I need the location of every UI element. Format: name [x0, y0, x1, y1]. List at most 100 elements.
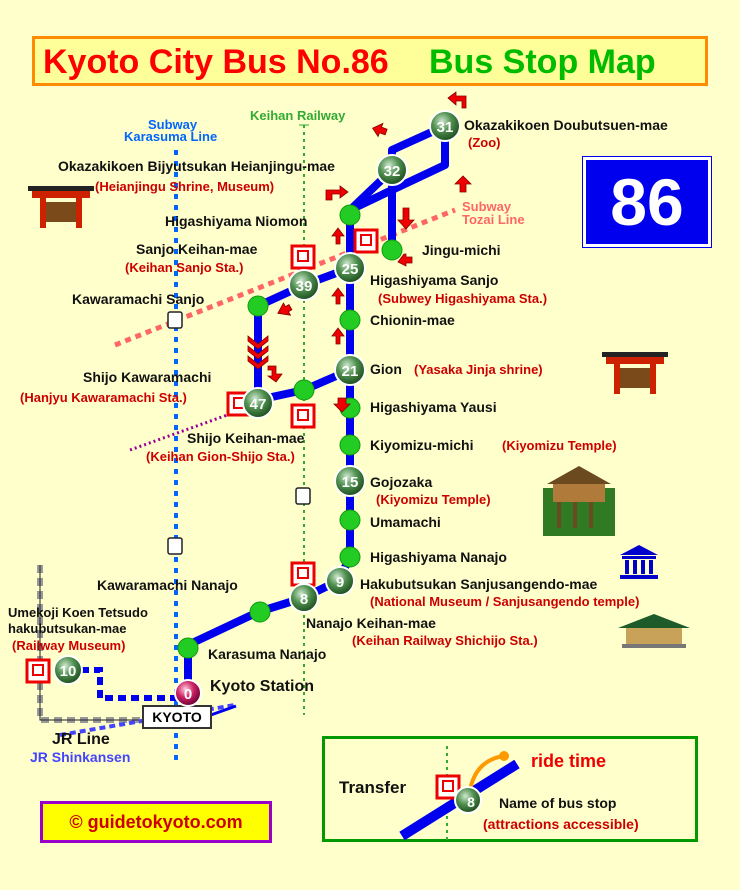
stop-bijyutsukan-minutes: 32: [384, 163, 401, 180]
stop-gojozaka-circle: 15: [334, 465, 366, 497]
kyoto-station-sign: KYOTO: [142, 705, 212, 729]
stop-niomon: [339, 204, 361, 226]
temple-icon: [618, 614, 690, 648]
stop-kawaramachi-sanjo: [247, 295, 269, 317]
umekoji-branch: [68, 667, 188, 701]
stop-umamachi: [339, 509, 361, 531]
stop-kiyomizu-michi: [339, 434, 361, 456]
stop-bijyutsukan-sub: (Heianjingu Shrine, Museum): [95, 179, 275, 194]
stop-umekoji-minutes: 10: [60, 663, 77, 680]
stop-higashiyama-sanjo-sub: (Subwey Higashiyama Sta.): [378, 291, 548, 306]
stop-bijyutsukan-name: Okazakikoen Bijyutsukan Heianjingu-mae: [58, 158, 335, 174]
stop-okazakikoen-doubutsuen-name: Okazakikoen Doubutsuen-mae: [464, 117, 668, 133]
stop-kawaramachi-nanajo: [249, 601, 271, 623]
stop-shijo-kawaramachi-name: Shijo Kawaramachi: [83, 369, 212, 385]
stop-gion-name: Gion: [370, 361, 402, 377]
stop-jingu-michi-name: Jingu-michi: [422, 242, 501, 258]
legend-transfer: Transfer: [339, 778, 407, 797]
legend: 8 Transfer ride time Name of bus stop (a…: [322, 736, 698, 842]
minor-stops: [177, 204, 403, 659]
stop-nanajo-keihan-circle: 8: [289, 583, 319, 613]
stop-shijo-kawaramachi-sub: (Hanjyu Kawaramachi Sta.): [20, 390, 187, 405]
stop-karasuma-nanajo-name: Karasuma Nanajo: [208, 646, 327, 662]
stop-hakubutsukan-sub: (National Museum / Sanjusangendo temple): [370, 594, 640, 609]
stop-sanjo-keihan-name: Sanjo Keihan-mae: [136, 241, 258, 257]
title-route: Kyoto City Bus No.86: [43, 43, 389, 81]
stop-shijo-keihan-sub: (Keihan Gion-Shijo Sta.): [146, 449, 295, 464]
stop-kyoto-station-name: Kyoto Station: [210, 678, 314, 695]
legend-attractions: (attractions accessible): [483, 816, 639, 832]
stop-kawaramachi-nanajo-name: Kawaramachi Nanajo: [97, 577, 238, 593]
subway-station-icons: [167, 311, 311, 555]
legend-train-station-icon: [435, 774, 461, 800]
stop-gion-circle: 21: [334, 354, 366, 386]
legend-example-minutes: 8: [467, 794, 475, 810]
stop-okazakikoen-doubutsuen-minutes: 31: [437, 119, 454, 136]
museum-icon: [620, 545, 658, 579]
stop-sanjo-keihan-sub: (Keihan Sanjo Sta.): [125, 260, 244, 275]
stop-higashiyama-sanjo-name: Higashiyama Sanjo: [370, 272, 499, 288]
subway-tozai-label-2: Tozai Line: [462, 212, 525, 227]
title-map: Bus Stop Map: [429, 43, 656, 81]
stop-umamachi-name: Umamachi: [370, 514, 441, 530]
stop-umekoji-name-1: Umekoji Koen Tetsudo: [8, 605, 148, 620]
shrine-icon: [602, 352, 668, 394]
stop-higashiyama-sanjo-circle: 25: [334, 252, 366, 284]
stop-sanjo-keihan-circle: 39: [288, 269, 320, 301]
stop-nanajo-name: Higashiyama Nanajo: [370, 549, 507, 565]
subway-tozai-label-1: Subway: [462, 199, 512, 214]
stop-kawaramachi-sanjo-name: Kawaramachi Sanjo: [72, 291, 205, 307]
legend-graphic: [399, 746, 520, 841]
stop-shijo-keihan: [293, 379, 315, 401]
stop-kyoto-station-minutes: 0: [184, 686, 192, 703]
stop-shijo-keihan-name: Shijo Keihan-mae: [187, 430, 305, 446]
stop-hakubutsukan-minutes: 9: [336, 574, 344, 591]
stop-umekoji-sub: (Railway Museum): [12, 638, 126, 653]
stop-umekoji-name-2: hakubutsukan-mae: [8, 621, 127, 636]
stop-kyoto-station-circle: 0: [174, 679, 202, 707]
stop-chionin: [339, 309, 361, 331]
subway-karasuma-label-1: Subway: [148, 117, 198, 132]
train-station-icons: [25, 228, 379, 684]
stop-shijo-kawaramachi-minutes: 47: [250, 396, 267, 413]
stop-hakubutsukan-circle: 9: [325, 566, 355, 596]
subway-karasuma-label-2: Karasuma Line: [124, 129, 218, 144]
stop-nanajo-keihan-sub: (Keihan Railway Shichijo Sta.): [352, 633, 538, 648]
stop-hakubutsukan-name: Hakubutsukan Sanjusangendo-mae: [360, 576, 598, 592]
stop-nanajo: [339, 546, 361, 568]
stop-yausi-name: Higashiyama Yausi: [370, 399, 497, 415]
stop-karasuma-nanajo: [177, 637, 199, 659]
route-number-badge: 86: [583, 157, 711, 247]
stop-gojozaka-minutes: 15: [342, 474, 359, 491]
stop-okazakikoen-doubutsuen-sub: (Zoo): [468, 135, 501, 150]
stop-umekoji-circle: 10: [53, 655, 83, 685]
stop-shijo-kawaramachi-circle: 47: [242, 387, 274, 419]
direction-arrow-icon: [247, 91, 472, 413]
stop-kiyomizu-michi-name: Kiyomizu-michi: [370, 437, 474, 453]
stop-niomon-name: Higashiyama Niomon: [165, 213, 308, 229]
jr-shinkansen-label: JR Shinkansen: [30, 749, 131, 765]
stop-nanajo-keihan-name: Nanajo Keihan-mae: [306, 615, 436, 631]
stop-gojozaka-sub: (Kiyomizu Temple): [376, 492, 491, 507]
stop-gojozaka-name: Gojozaka: [370, 474, 433, 490]
legend-ride-time: ride time: [531, 751, 607, 771]
legend-stop-name: Name of bus stop: [499, 795, 617, 811]
stop-kiyomizu-michi-sub: (Kiyomizu Temple): [502, 438, 617, 453]
stop-gion-minutes: 21: [342, 363, 359, 380]
copyright-link[interactable]: © guidetokyoto.com: [40, 801, 272, 843]
stop-sanjo-keihan-minutes: 39: [296, 278, 313, 295]
stop-okazakikoen-doubutsuen-circle: 31: [429, 110, 461, 142]
stop-bijyutsukan-circle: 32: [376, 154, 408, 186]
shrine-icon: [28, 186, 94, 228]
keihan-railway-label: Keihan Railway: [250, 108, 346, 123]
map-title: Kyoto City Bus No.86 Bus Stop Map: [32, 36, 708, 86]
jr-line-label: JR Line: [52, 731, 110, 748]
stop-nanajo-keihan-minutes: 8: [300, 591, 308, 608]
stop-higashiyama-sanjo-minutes: 25: [342, 261, 359, 278]
stop-gion-sub: (Yasaka Jinja shrine): [414, 362, 543, 377]
stop-chionin-name: Chionin-mae: [370, 312, 455, 328]
stop-jingu-michi: [381, 239, 403, 261]
kiyomizu-temple-icon: [543, 466, 615, 536]
